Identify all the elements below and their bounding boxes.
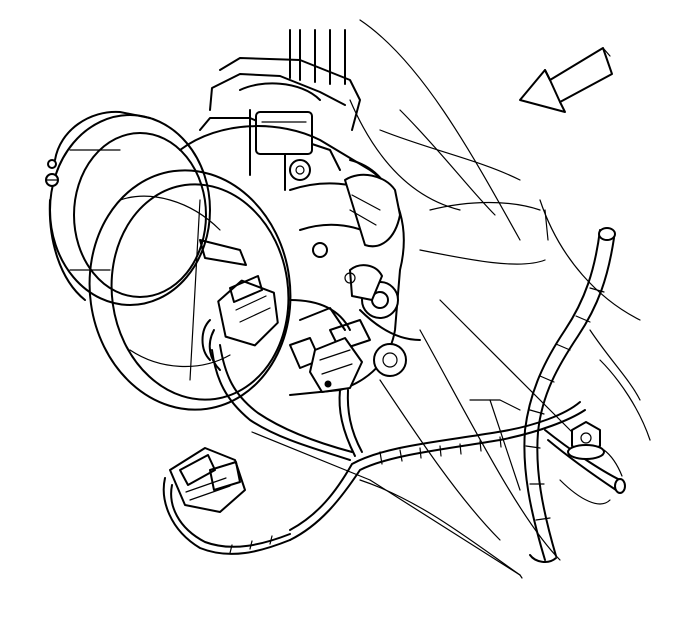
engine-background-lines bbox=[349, 19, 651, 579]
throttle-lever bbox=[289, 264, 421, 381]
direction-arrow bbox=[519, 47, 613, 113]
small-sensor-connector bbox=[309, 337, 363, 393]
throttle-bore-ring bbox=[88, 169, 292, 411]
harness-tape-wraps bbox=[229, 436, 502, 554]
harness-vertical-tape-wraps bbox=[525, 287, 605, 521]
sensor-connector bbox=[201, 275, 279, 371]
wiring-harness bbox=[211, 227, 626, 563]
mounting-bolt bbox=[567, 421, 623, 477]
leader-lines bbox=[251, 431, 521, 576]
intake-bell bbox=[45, 110, 211, 306]
upper-bracket bbox=[199, 29, 361, 191]
harness-connector bbox=[162, 447, 291, 555]
